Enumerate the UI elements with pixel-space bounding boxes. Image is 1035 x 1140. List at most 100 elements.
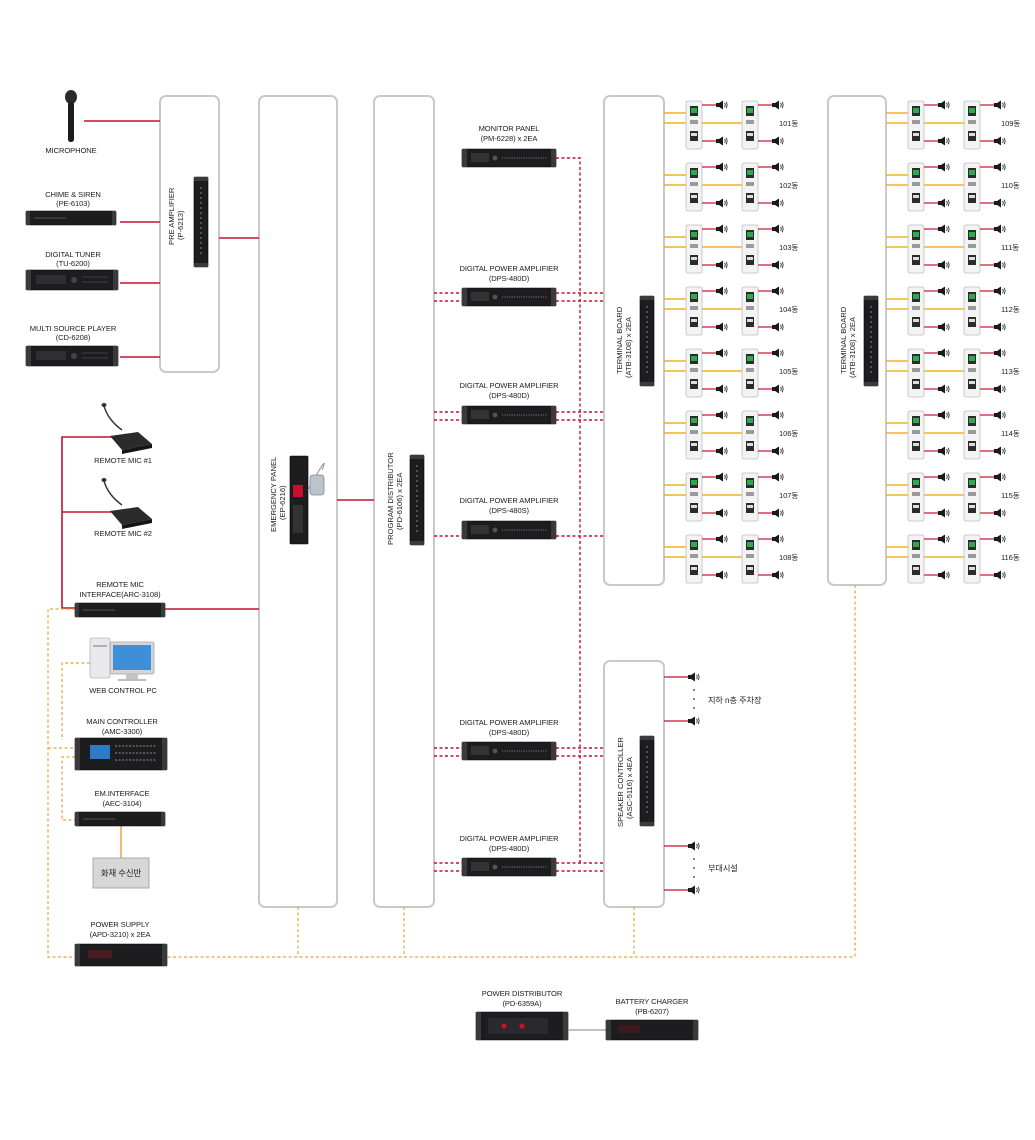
rmi-label: REMOTE MIC [96, 580, 144, 589]
web-control-pc-icon [89, 637, 155, 681]
zone-label: 108동 [779, 553, 798, 562]
power-supply-unit [74, 943, 168, 967]
power-distributor-unit [475, 1011, 569, 1041]
amp-2-unit [461, 405, 557, 425]
facilities-zone-label: 부대시설 [708, 863, 738, 873]
amp-1-model: (DPS-480D) [489, 274, 530, 283]
speaker-icon [687, 841, 700, 851]
remote-mic-2-icon [101, 478, 152, 529]
terminal-board-left-unit [639, 295, 655, 387]
rmi-model: INTERFACE(ARC-3108) [79, 590, 161, 599]
emergency-model: (EP-6216) [278, 485, 287, 520]
amp-1-label: DIGITAL POWER AMPLIFIER [460, 264, 560, 273]
charger-label: BATTERY CHARGER [616, 997, 689, 1006]
fire-receiver-label: 화재 수신반 [101, 868, 142, 878]
chime-model: (PE-6103) [56, 199, 90, 208]
zone-label: 105동 [779, 367, 798, 376]
zone-label: 110동 [1001, 181, 1020, 190]
amp-4-model: (DPS-480D) [489, 728, 530, 737]
terminal-1-model: (ATB-3108) x 2EA [624, 316, 633, 378]
amp-3-model: (DPS-480S) [489, 506, 530, 515]
amp-1-unit [461, 287, 557, 307]
pre-amp-label: PRE AMPLIFIER [167, 187, 176, 245]
monitor-panel-unit [461, 148, 557, 168]
player-model: (CD-6208) [56, 333, 91, 342]
chime-siren-unit [25, 210, 117, 226]
monitor-label: MONITOR PANEL [479, 124, 540, 133]
digital-tuner-unit [25, 269, 119, 291]
remote-mic-2-label: REMOTE MIC #2 [94, 529, 152, 538]
amp-2-label: DIGITAL POWER AMPLIFIER [460, 381, 560, 390]
zone-label: 104동 [779, 305, 798, 314]
tuner-model: (TU-6200) [56, 259, 90, 268]
remote-mic-1-icon [101, 403, 152, 454]
pwr-dist-label: POWER DISTRIBUTOR [482, 989, 563, 998]
amp-wiring [434, 157, 604, 872]
speaker-icon [687, 672, 700, 682]
tuner-label: DIGITAL TUNER [45, 250, 101, 259]
zone-label: 103동 [779, 243, 798, 252]
zone-grid-right: 109동 110동 111동 112동 113동 114동 115동 116동 [886, 101, 1020, 584]
terminal-1-label: TERMINAL BOARD [615, 306, 624, 374]
program-dist-label: PROGRAM DISTRIBUTOR [386, 452, 395, 545]
amp-5-label: DIGITAL POWER AMPLIFIER [460, 834, 560, 843]
amp-3-label: DIGITAL POWER AMPLIFIER [460, 496, 560, 505]
zone-label: 114동 [1001, 429, 1020, 438]
microphone-label: MICROPHONE [45, 146, 96, 155]
chime-label: CHIME & SIREN [45, 190, 101, 199]
microphone-icon [65, 90, 77, 142]
multi-source-player-unit [25, 345, 119, 367]
zone-label: 106동 [779, 429, 798, 438]
amp-4-label: DIGITAL POWER AMPLIFIER [460, 718, 560, 727]
speaker-icon [687, 716, 700, 726]
terminal-board-left-box [603, 95, 665, 586]
main-controller-unit [74, 737, 168, 771]
speaker-icon [687, 885, 700, 895]
zone-label: 102동 [779, 181, 798, 190]
zone-label: 112동 [1001, 305, 1020, 314]
remote-mic-interface-unit [74, 602, 166, 618]
zone-label: 111동 [1001, 243, 1019, 252]
psu-label: POWER SUPPLY [90, 920, 149, 929]
zone-label: 113동 [1001, 367, 1020, 376]
pre-amplifier-panel [159, 95, 220, 373]
amp-4-unit [461, 741, 557, 761]
zone-label: 115동 [1001, 491, 1020, 500]
terminal-board-right-box [827, 95, 887, 586]
em-if-label: EM.INTERFACE [95, 789, 150, 798]
zone-label: 109동 [1001, 119, 1020, 128]
amp-2-model: (DPS-480D) [489, 391, 530, 400]
pre-amplifier-unit [193, 176, 209, 268]
pwr-dist-model: (PD-6359A) [502, 999, 542, 1008]
charger-model: (PB-6207) [635, 1007, 669, 1016]
main-ctrl-label: MAIN CONTROLLER [86, 717, 158, 726]
terminal-2-label: TERMINAL BOARD [839, 306, 848, 374]
monitor-model: (PM-6228) x 2EA [481, 134, 539, 143]
parking-zone-label: 지하 n층 주차장 [708, 695, 762, 705]
fire-receiver-box [92, 857, 150, 889]
zone-label: 101동 [779, 119, 798, 128]
zone-label: 107동 [779, 491, 798, 500]
pre-amp-model: (P-6213) [176, 210, 185, 240]
remote-mic-1-label: REMOTE MIC #1 [94, 456, 152, 465]
signal-lines [61, 120, 374, 610]
em-interface-unit [74, 811, 166, 827]
speaker-controller-unit [639, 735, 655, 827]
player-label: MULTI SOURCE PLAYER [30, 324, 117, 333]
power-wiring [47, 585, 856, 958]
zone-grid-left: 101동 102동 103동 104동 105동 106동 107동 108동 [664, 101, 798, 584]
program-dist-model: (PD-6106) x 2EA [395, 472, 404, 530]
terminal-board-right-unit [863, 295, 879, 387]
em-if-model: (AEC-3104) [102, 799, 142, 808]
web-pc-label: WEB CONTROL PC [89, 686, 157, 695]
program-distributor-box [373, 95, 435, 908]
amp-5-unit [461, 857, 557, 877]
amp-5-model: (DPS-480D) [489, 844, 530, 853]
emergency-label: EMERGENCY PANEL [269, 457, 278, 532]
main-ctrl-model: (AMC-3300) [102, 727, 143, 736]
program-distributor-unit [409, 454, 425, 546]
speaker-controller-outputs [664, 672, 700, 895]
speaker-controller-box [603, 660, 665, 908]
psu-model: (APD-3210) x 2EA [90, 930, 152, 939]
